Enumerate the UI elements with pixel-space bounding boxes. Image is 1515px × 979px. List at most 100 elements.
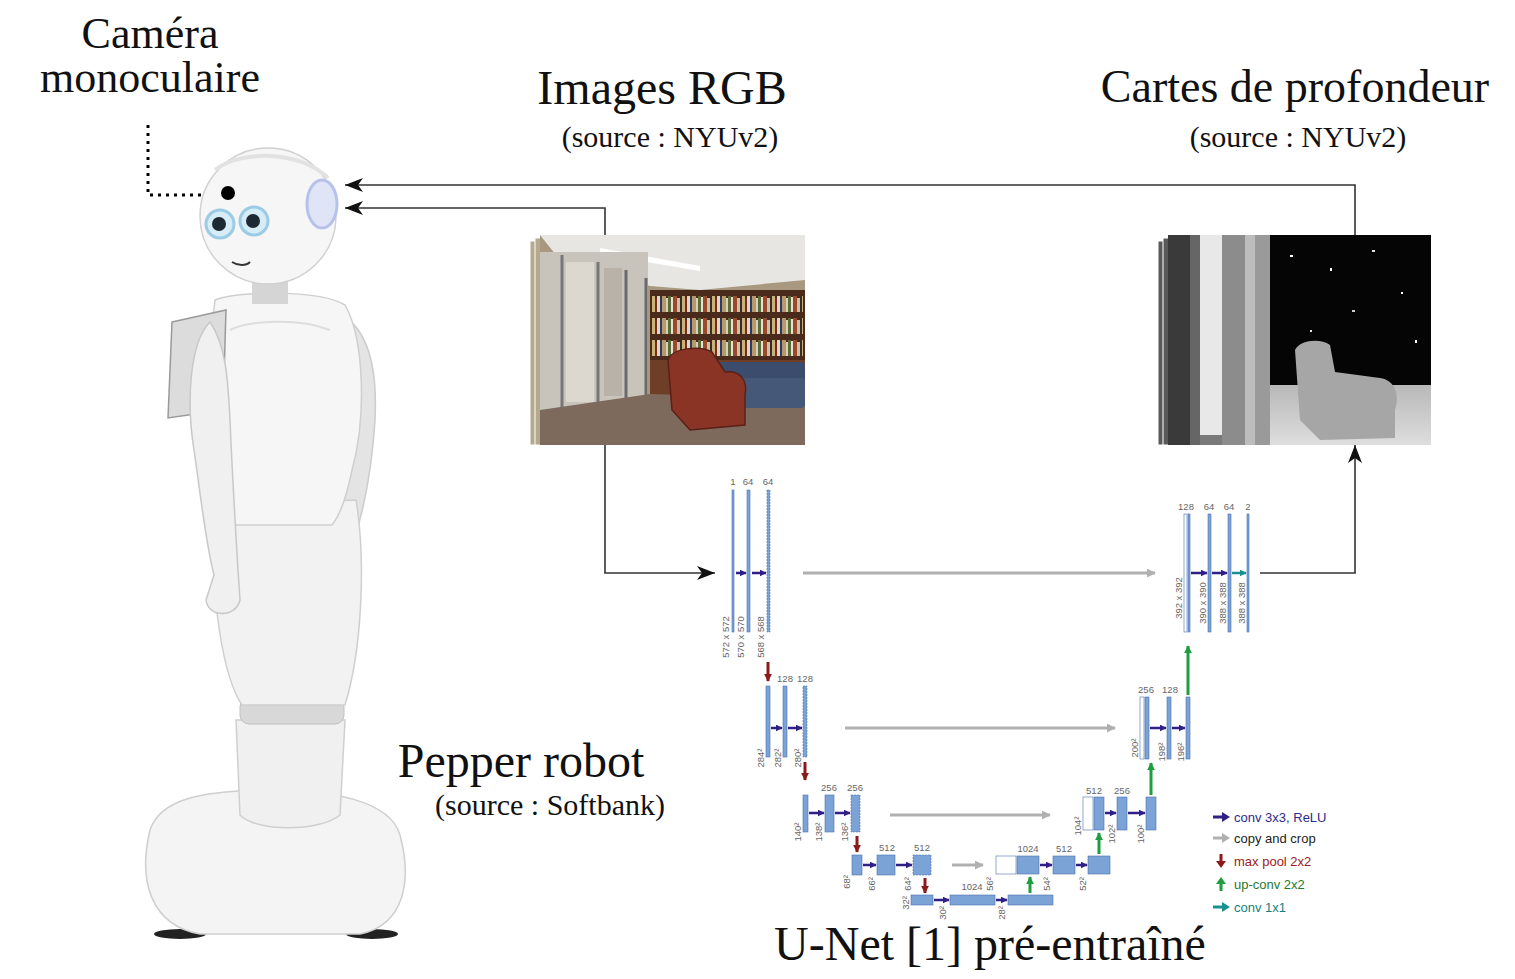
conv-arrow xyxy=(896,864,912,867)
conv-arrow xyxy=(863,864,876,867)
conv-arrow xyxy=(771,727,782,730)
conv-arrow xyxy=(1150,727,1166,730)
conv-arrow xyxy=(1128,812,1145,815)
feature-map-bar xyxy=(747,490,750,632)
dimension-label: 256 xyxy=(821,783,837,793)
dimension-label: 66² xyxy=(867,877,877,891)
feature-map-bar xyxy=(766,686,770,757)
feature-map-bar xyxy=(1008,895,1053,905)
dimension-label: 388 x 388 xyxy=(1237,582,1247,624)
depth-map xyxy=(1310,330,1312,332)
image-node: Images RGB(source : NYUv2) xyxy=(530,235,805,445)
dimension-label: 64 xyxy=(763,477,774,487)
conv1x1-arrow xyxy=(1232,572,1246,575)
dimension-label: 568 x 568 xyxy=(756,616,766,658)
dimension-label: 572 x 572 xyxy=(721,616,731,658)
feature-map-bar xyxy=(852,855,862,875)
conv-arrow xyxy=(934,899,949,902)
depth-map xyxy=(1401,292,1403,294)
flow-arrow xyxy=(345,208,605,235)
maxpool-arrow xyxy=(767,662,770,681)
upconv-arrow xyxy=(1098,833,1101,854)
upconv-arrow xyxy=(1187,646,1190,695)
conv1x1-arrow xyxy=(1232,572,1246,575)
rgb-image xyxy=(530,235,805,445)
leader-line xyxy=(148,125,214,195)
dimension-label: 52² xyxy=(1078,877,1088,891)
depth-map xyxy=(1372,250,1375,252)
feature-map-bar xyxy=(1184,514,1187,632)
feature-map-bar xyxy=(1247,514,1249,632)
image-node: Cartes de profondeur(source : NYUv2) xyxy=(1158,235,1431,445)
rgb-image xyxy=(540,235,805,445)
dimension-label: 1 xyxy=(730,477,735,487)
dimension-label: 104² xyxy=(1073,816,1083,835)
legend-text: max pool 2x2 xyxy=(1234,853,1311,871)
feature-map-bar xyxy=(1167,697,1171,759)
conv-arrow xyxy=(752,572,766,575)
dimension-label: 282² xyxy=(773,748,783,767)
robot-illustration xyxy=(307,180,337,228)
conv-arrow xyxy=(809,812,824,815)
legend-arrow xyxy=(1213,837,1223,840)
legend-arrow xyxy=(1222,812,1230,822)
dimension-label: 32² xyxy=(901,896,911,910)
legend-arrow xyxy=(1216,877,1226,884)
node-title: Images RGB xyxy=(537,62,786,115)
robot-illustration xyxy=(221,186,235,200)
depth-map xyxy=(1158,235,1431,445)
dimension-label: 64 xyxy=(1224,502,1235,512)
source-note: (source : NYUv2) xyxy=(1190,120,1407,153)
dimension-label: 256 xyxy=(1114,786,1130,796)
depth-map xyxy=(1295,341,1397,440)
legend-arrow xyxy=(1222,833,1230,843)
depth-map xyxy=(1168,235,1190,445)
robot-illustration xyxy=(200,148,336,284)
legend-entry: up-conv 2x2 xyxy=(1212,875,1305,893)
depth-map xyxy=(1415,340,1417,343)
dimension-label: 280² xyxy=(793,748,803,767)
feature-map-bar xyxy=(783,686,787,757)
feature-map-bar xyxy=(1140,697,1144,759)
legend-arrow xyxy=(1216,861,1226,868)
depth-map xyxy=(1190,235,1200,445)
flow-arrow xyxy=(1260,445,1355,573)
robot-illustration xyxy=(146,148,405,939)
copy-arrow xyxy=(890,814,1050,817)
depth-map xyxy=(1200,235,1222,435)
depth-map xyxy=(1168,235,1431,445)
dimension-label: 256 xyxy=(847,783,863,793)
dimension-label: 68² xyxy=(842,875,852,889)
dimension-label: 64 xyxy=(743,477,754,487)
feature-map-bar xyxy=(1145,697,1149,759)
robot-illustration xyxy=(246,214,260,228)
source-note: (source : Softbank) xyxy=(435,788,665,821)
legend-text: conv 1x1 xyxy=(1234,899,1286,917)
robot-illustration xyxy=(190,322,240,614)
depth-map xyxy=(1290,255,1293,257)
feature-map-bar xyxy=(1053,856,1075,874)
copy-arrow xyxy=(952,864,983,867)
maxpool-arrow xyxy=(768,662,925,893)
dimension-label: 28² xyxy=(997,906,1007,920)
dimension-label: 388 x 388 xyxy=(1218,582,1228,624)
maxpool-arrow xyxy=(804,762,807,780)
feature-map-bar xyxy=(1088,856,1110,874)
rgb-image xyxy=(625,270,628,400)
feature-map-bar xyxy=(913,855,931,875)
rgb-image xyxy=(540,252,648,412)
legend-entry: conv 1x1 xyxy=(1212,898,1286,916)
dimension-label: 256 xyxy=(1138,685,1154,695)
dimension-label: 392 x 392 xyxy=(1174,577,1184,619)
conv-arrow xyxy=(736,573,1227,900)
rgb-image xyxy=(561,255,564,410)
dimension-label: 136² xyxy=(840,822,850,841)
dimension-label: 138² xyxy=(814,822,824,841)
depth-map xyxy=(1270,235,1431,385)
dimension-label: 1024 xyxy=(1017,844,1038,854)
legend-swatch xyxy=(1212,809,1232,825)
dimension-label: 512 xyxy=(1056,844,1072,854)
feature-map-bar xyxy=(1186,697,1190,759)
dimension-label: 128 xyxy=(797,674,813,684)
